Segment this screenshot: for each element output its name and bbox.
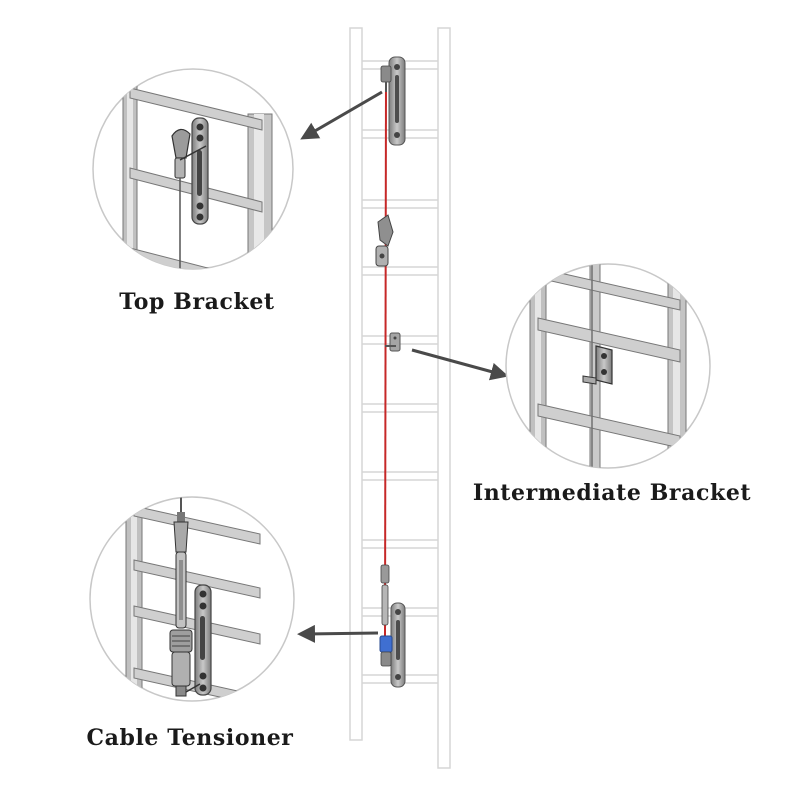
cable-tensioner-detail [89,496,295,702]
ladder-right-rail [437,27,451,769]
ladder-left-rail [349,27,363,741]
safety-cable [384,79,387,641]
ladder-rung [357,266,443,276]
label-cable-tensioner: Cable Tensioner [87,725,294,751]
ladder-rung [357,403,443,413]
callout-arrows [297,90,509,643]
intermediate-bracket-mount [385,332,401,352]
ladder-rung [357,539,443,549]
callout-arrow [411,348,509,381]
callout-arrow [297,624,379,643]
label-top-bracket: Top Bracket [119,289,275,315]
fall-arrester-device [375,214,394,267]
intermediate-bracket-detail [505,263,711,469]
callout-arrow [300,90,383,140]
label-intermediate-bracket: Intermediate Bracket [473,480,752,506]
top-bracket-mount [380,56,406,146]
ladder-rung [357,471,443,481]
top-bracket-detail [92,68,294,270]
cable-tensioner-mount [379,564,406,688]
ladder-rung [357,199,443,209]
